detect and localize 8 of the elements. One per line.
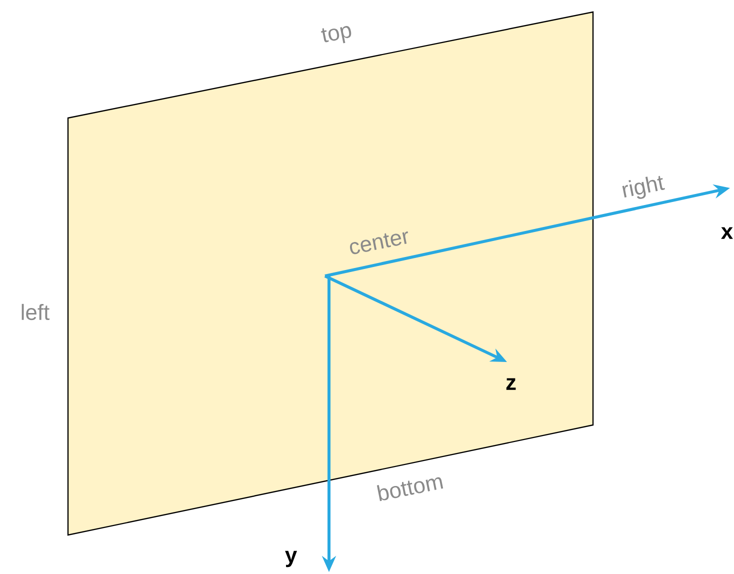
plane-label: right [622, 176, 665, 199]
plane-label: bottom [376, 477, 444, 502]
axis-label: x [721, 227, 733, 239]
plane-label: center [350, 231, 408, 254]
plane-label: top [321, 26, 352, 44]
axis-label: y [285, 550, 297, 568]
axis-label: z [506, 378, 516, 390]
plane-label: left [22, 304, 50, 320]
